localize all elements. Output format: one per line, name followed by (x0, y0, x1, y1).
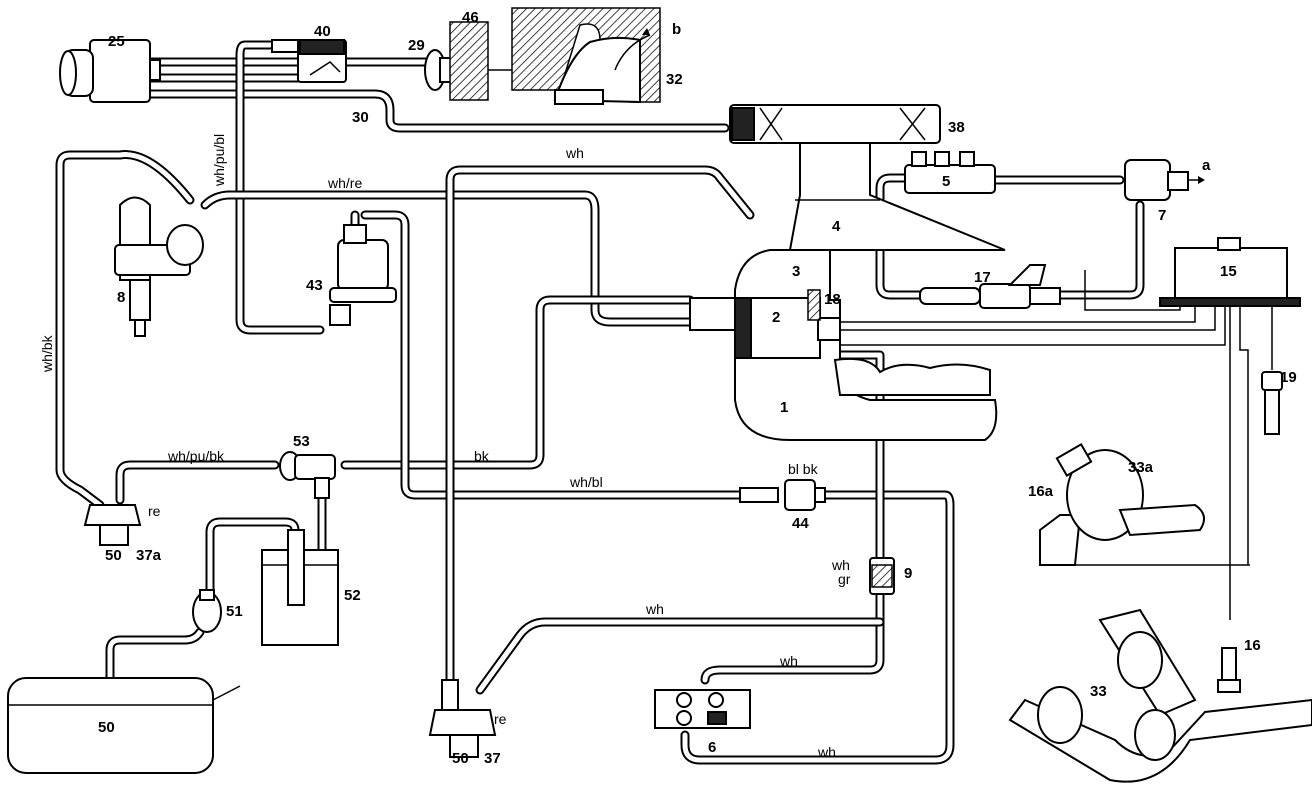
vacuum-lines (55, 40, 1145, 765)
wire-label-bl-bk: bl bk (788, 461, 819, 477)
label-16: 16 (1244, 637, 1261, 654)
component-8-distributor (114, 196, 204, 337)
label-8: 8 (117, 289, 125, 306)
label-51: 51 (226, 603, 243, 620)
component-17-sensor (919, 264, 1061, 309)
label-18: 18 (824, 291, 841, 308)
component-5-valve-block (904, 151, 996, 194)
label-1: 1 (780, 399, 788, 416)
label-b: b (672, 21, 681, 38)
label-30: 30 (352, 109, 369, 126)
label-46: 46 (462, 9, 479, 26)
electric-wires (835, 270, 1273, 620)
label-25: 25 (108, 33, 125, 50)
component-51-filter (192, 589, 222, 633)
label-50-37a: 50 (105, 547, 122, 564)
label-37a: 37a (136, 547, 162, 564)
component-52-reservoir (261, 529, 339, 646)
component-7-pressure-regulator (1124, 159, 1205, 201)
wire-label-wh-9: wh (831, 557, 850, 573)
label-32: 32 (666, 71, 683, 88)
component-16-oxygen-sensor (1217, 647, 1241, 693)
label-33: 33 (1090, 683, 1107, 700)
wire-label-wh-6: wh (779, 653, 798, 669)
wire-label-wh-top: wh (565, 145, 584, 161)
component-37a-thermo-valve (83, 504, 142, 546)
component-37-thermo-valve (428, 679, 497, 758)
label-16a: 16a (1028, 483, 1054, 500)
label-9: 9 (904, 565, 912, 582)
label-50: 50 (98, 719, 115, 736)
component-25-fuel-injection-pump (59, 39, 161, 103)
label-43: 43 (306, 277, 323, 294)
wire-label-bk: bk (474, 448, 490, 464)
label-33a: 33a (1128, 459, 1154, 476)
component-40-valve (271, 39, 347, 83)
component-19-temperature-sensor (1261, 371, 1283, 435)
wire-label-gr-9: gr (838, 571, 851, 587)
label-29: 29 (408, 37, 425, 54)
wire-label-re-37a: re (148, 503, 161, 519)
component-4-intake-manifold (788, 142, 1006, 251)
label-37: 37 (484, 750, 501, 767)
component-6-switchover-valve (654, 689, 751, 729)
wire-label-wh-pu-bl: wh/pu/bl (211, 134, 227, 187)
wire-labels: wh wh/re wh/pu/bl wh/bk wh/pu/bk bk wh/b… (39, 134, 851, 760)
component-43-vacuum-unit (329, 224, 397, 326)
label-19: 19 (1280, 369, 1297, 386)
label-15: 15 (1220, 263, 1237, 280)
label-44: 44 (792, 515, 809, 532)
wire-label-wh-bk: wh/bk (39, 334, 55, 373)
component-9-valve (869, 557, 895, 595)
label-50-37: 50 (452, 750, 469, 767)
component-33-exhaust-pipe (1008, 608, 1312, 783)
wire-label-wh-pu-bk: wh/pu/bk (167, 448, 225, 464)
label-7: 7 (1158, 207, 1166, 224)
wire-label-wh-mid: wh (645, 601, 664, 617)
component-38-air-filter (729, 104, 941, 144)
label-38: 38 (948, 119, 965, 136)
component-labels: 25 40 29 46 b 32 30 38 5 a 7 4 3 15 17 1… (98, 9, 1297, 767)
wire-label-wh-bottom: wh (817, 744, 836, 760)
component-32-cylinder-head (511, 7, 661, 105)
component-15-control-unit (1159, 237, 1301, 307)
label-2: 2 (772, 309, 780, 326)
label-5: 5 (942, 173, 950, 190)
label-52: 52 (344, 587, 361, 604)
label-3: 3 (792, 263, 800, 280)
component-53-valve (279, 451, 336, 499)
wire-label-re-37: re (494, 711, 507, 727)
wire-label-wh-re: wh/re (327, 175, 362, 191)
component-18-switch (807, 289, 841, 341)
label-4: 4 (832, 218, 841, 235)
label-53: 53 (293, 433, 310, 450)
component-33a-catalytic-converter (1039, 442, 1205, 566)
component-46-wall (449, 21, 489, 101)
label-40: 40 (314, 23, 331, 40)
label-a: a (1202, 157, 1211, 174)
label-6: 6 (708, 739, 716, 756)
label-17: 17 (974, 269, 991, 286)
wire-label-wh-bl: wh/bl (569, 474, 603, 490)
component-2-throttle-switch (689, 297, 821, 359)
component-50-vacuum-tank (7, 677, 241, 774)
component-44-check-valve (739, 479, 826, 511)
